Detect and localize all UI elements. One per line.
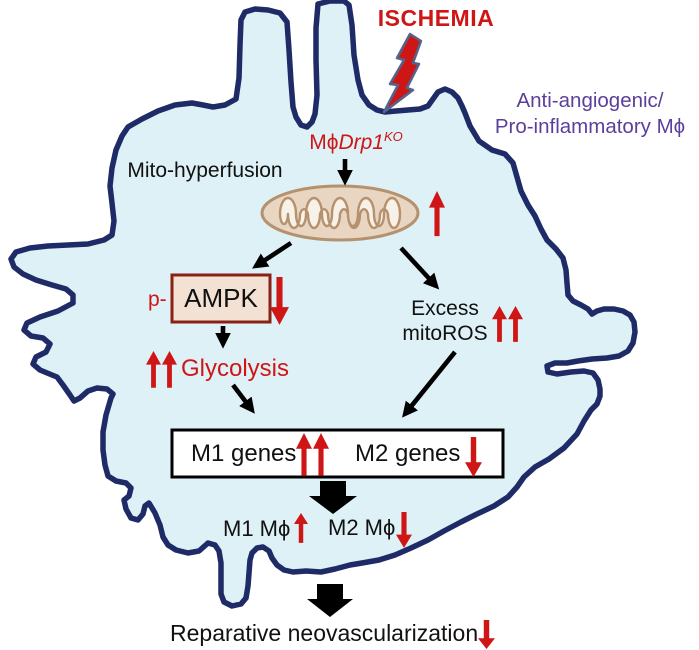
lightning-bolt-icon xyxy=(382,32,423,114)
ischemia-label: ISCHEMIA xyxy=(377,5,495,31)
block-down-arrow-icon xyxy=(307,584,353,617)
cell-type-line2: Pro-inflammatory Mϕ xyxy=(494,115,686,138)
mitoros-label: Excess mitoROS xyxy=(395,296,495,346)
arrow-mito-to-ampk xyxy=(252,241,293,269)
arrow-ros-to-genes xyxy=(402,350,457,418)
cell-type-line1: Anti-angiogenic/ xyxy=(516,89,664,112)
genotype-superscript: KO xyxy=(384,129,403,144)
mito-state-label: Mito-hyperfusion xyxy=(127,159,283,182)
mitoros-line1: Excess xyxy=(411,297,479,320)
m1-macrophage-label: M1 Mϕ xyxy=(223,516,291,541)
arrow-glycolysis-to-genes xyxy=(231,383,255,414)
phospho-prefix-label: p- xyxy=(148,288,167,311)
ampk-label: AMPK xyxy=(184,282,258,313)
arrow-mito-to-ros xyxy=(399,246,440,290)
down-arrow-icon-outcome xyxy=(478,620,495,649)
ampk-box xyxy=(170,273,272,324)
outcome-label: Reparative neovascularization xyxy=(170,620,479,646)
genotype-prefix: Mϕ xyxy=(309,131,339,154)
m1-genes-label: M1 genes xyxy=(191,440,297,467)
mitoros-line2: mitoROS xyxy=(402,322,488,345)
genotype-gene: Drp1 xyxy=(338,131,384,154)
block-down-arrow-icon xyxy=(309,481,357,514)
m2-genes-label: M2 genes xyxy=(355,440,461,467)
genes-box xyxy=(170,428,505,479)
genotype-label: MϕDrp1KO xyxy=(286,129,426,155)
cell-type-label: Anti-angiogenic/ Pro-inflammatory Mϕ xyxy=(483,88,697,140)
glycolysis-label: Glycolysis xyxy=(181,355,290,382)
m2-macrophage-label: M2 Mϕ xyxy=(328,515,396,540)
mitochondria-illustration xyxy=(260,184,420,242)
